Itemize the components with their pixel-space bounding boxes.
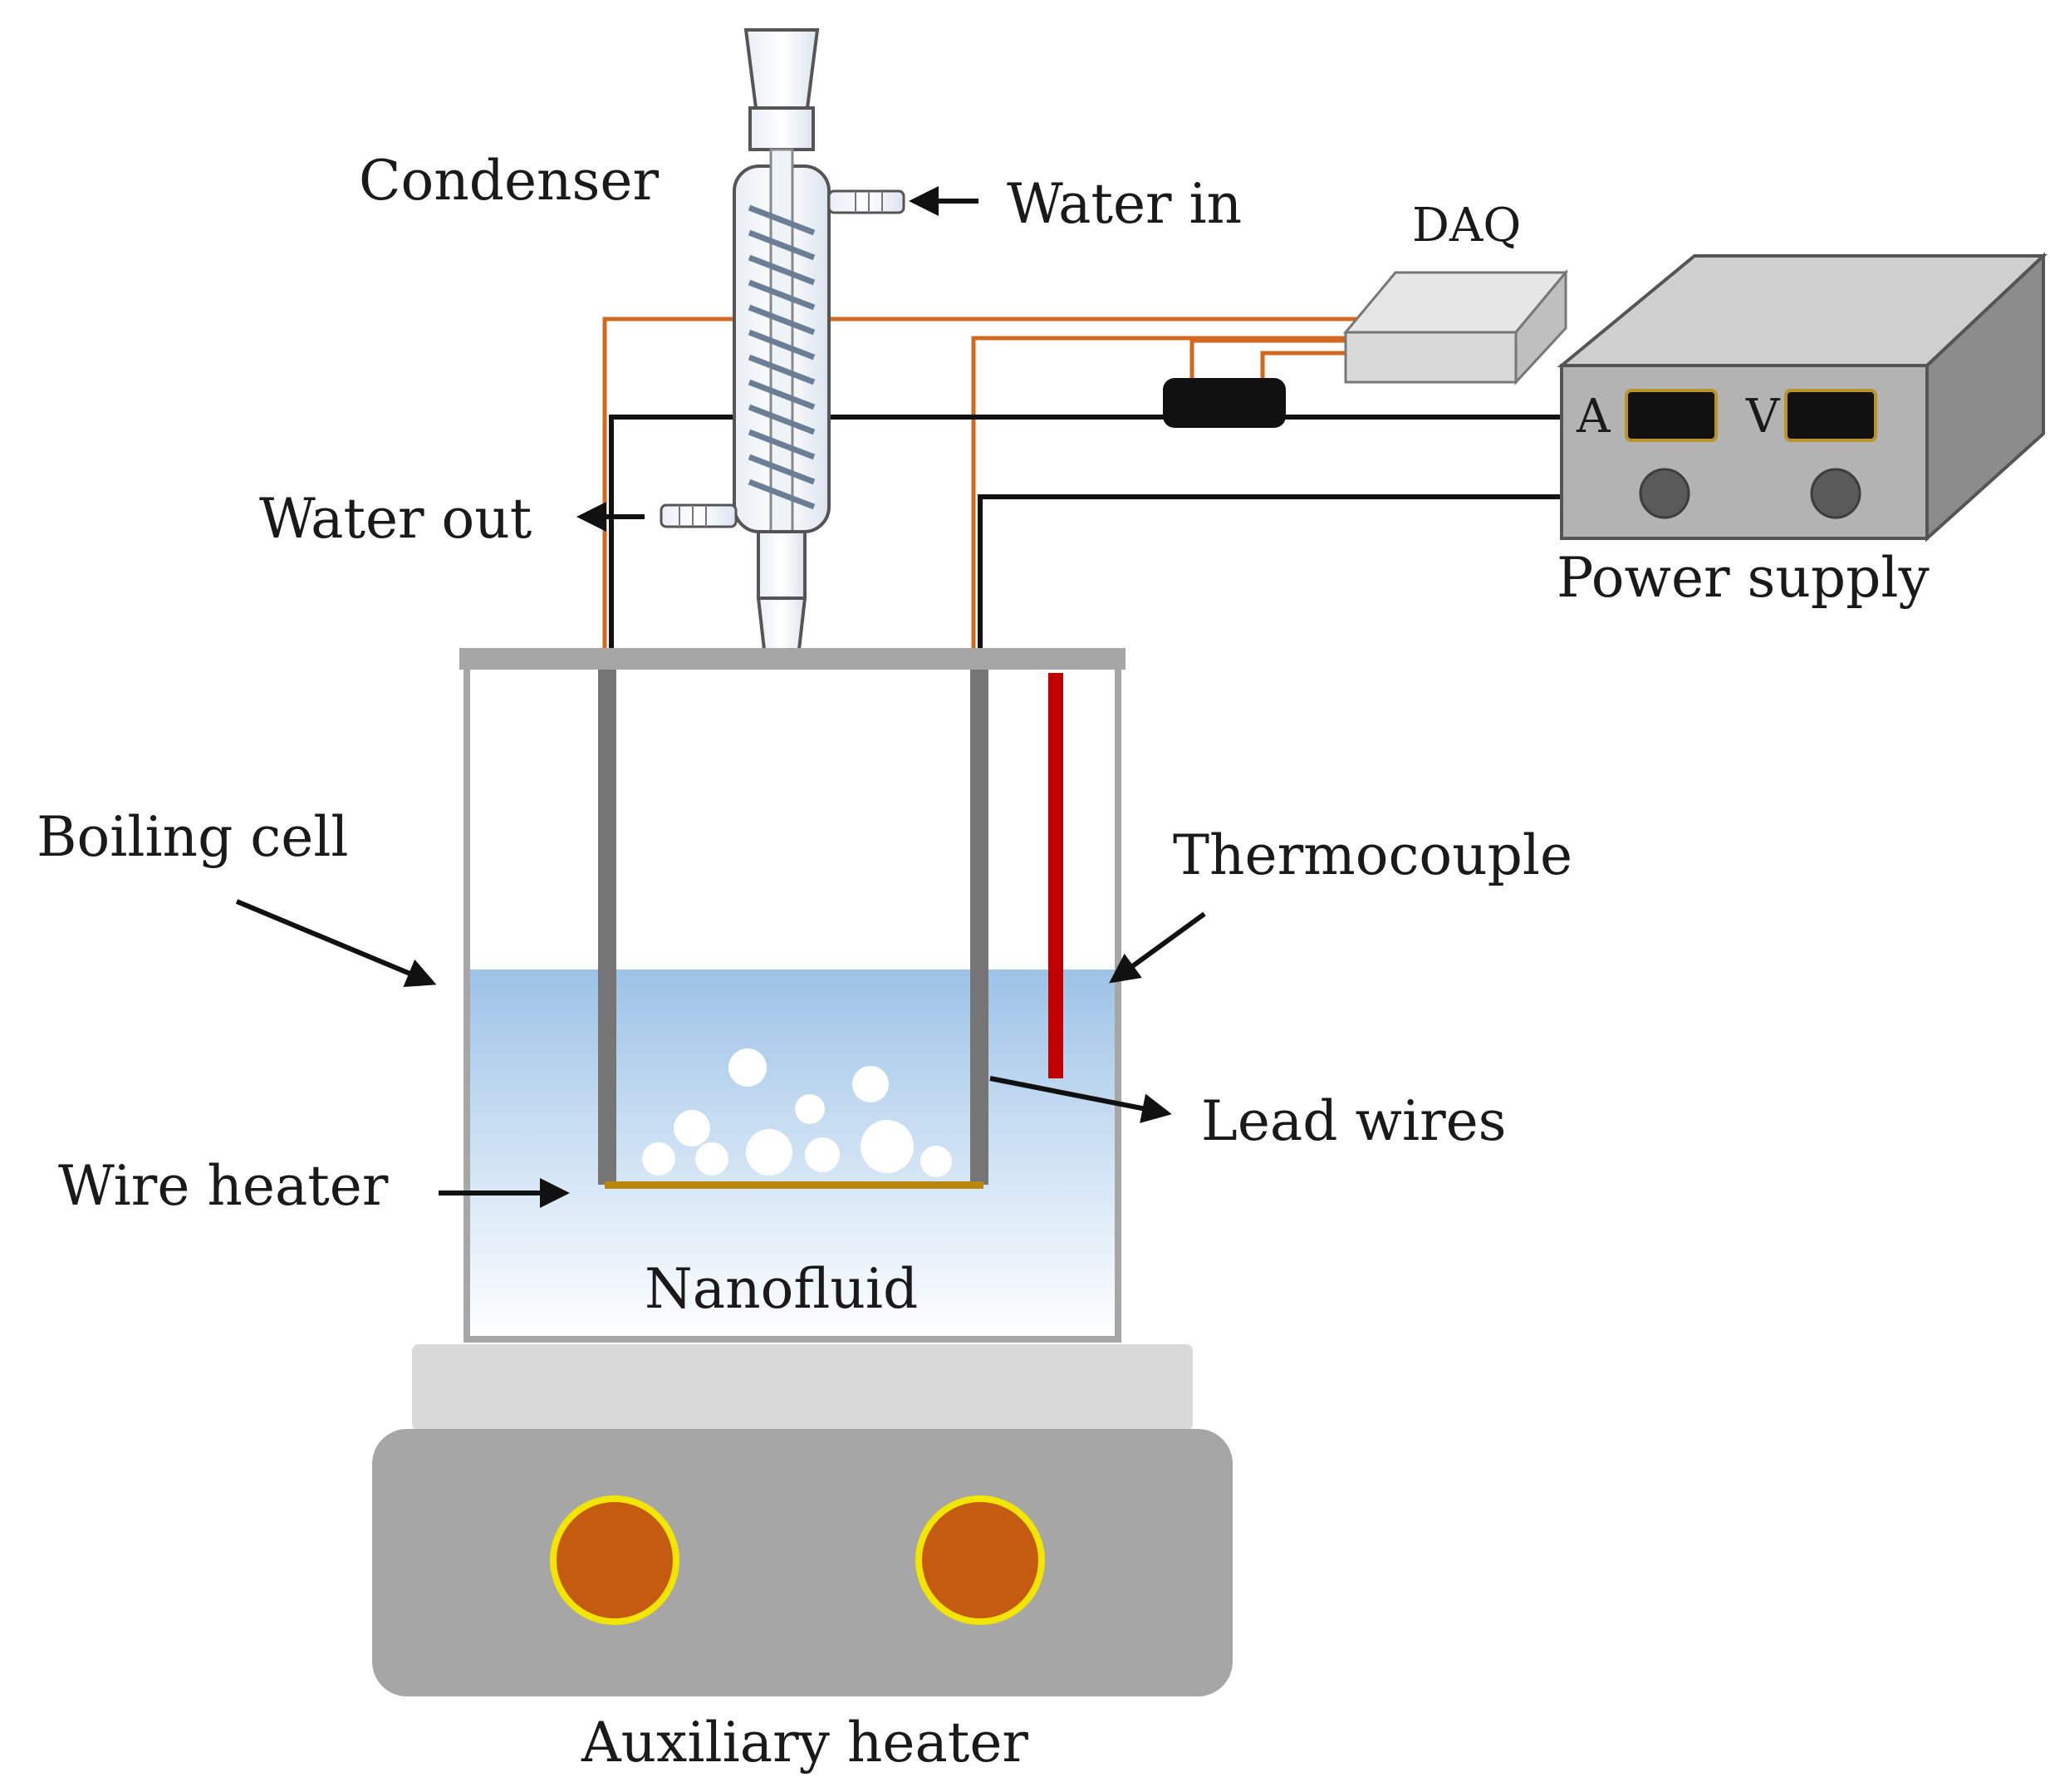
signal-wire-shunt-left <box>1189 338 1346 390</box>
heater-body <box>372 1429 1233 1696</box>
power-wire-bottom <box>978 494 1562 648</box>
cell-lid <box>459 648 1126 670</box>
lead-electrode-right <box>970 670 988 1185</box>
condenser-label: Condenser <box>359 149 659 213</box>
burner-icon-right <box>915 1495 1045 1625</box>
arrow-icon-lead-wires <box>989 1076 1172 1123</box>
bubble-icon <box>795 1094 825 1124</box>
knob-icon-right <box>1810 468 1861 519</box>
ammeter-label: A <box>1576 390 1611 444</box>
water-in-label: Water in <box>1007 172 1242 236</box>
signal-wire-right <box>971 336 1346 648</box>
burner-icon-left <box>550 1495 679 1625</box>
condenser <box>660 28 905 651</box>
lead-electrode-left <box>598 670 616 1185</box>
thermocouple-label: Thermocouple <box>1173 823 1572 887</box>
power-supply: A V <box>1557 252 2048 543</box>
signal-wires <box>602 317 1381 648</box>
power-supply-label: Power supply <box>1557 546 1930 610</box>
heater-top-plate <box>412 1344 1193 1431</box>
bubble-icon <box>920 1146 952 1177</box>
shunt-resistor <box>1163 378 1286 428</box>
bubble-icon <box>852 1066 889 1102</box>
bubble-icon <box>642 1142 675 1176</box>
boiling-cell <box>459 648 1126 1343</box>
wire-heater-label: Wire heater <box>58 1154 389 1218</box>
thermocouple-probe <box>1048 673 1063 1078</box>
lead-wires-label: Lead wires <box>1201 1089 1507 1153</box>
daq-label: DAQ <box>1412 199 1521 253</box>
arrow-icon-thermocouple <box>1109 911 1206 984</box>
voltmeter-label: V <box>1745 390 1781 444</box>
bubble-icon <box>805 1137 840 1172</box>
bubble-icon <box>695 1142 728 1176</box>
nanofluid-label: Nanofluid <box>645 1257 918 1321</box>
voltmeter-display-icon <box>1784 389 1877 442</box>
auxiliary-heater-label: Auxiliary heater <box>581 1711 1028 1775</box>
daq-box <box>1342 268 1569 385</box>
condenser-coil <box>748 204 816 510</box>
bubble-icon <box>746 1129 792 1176</box>
bubble-icon <box>728 1048 767 1087</box>
arrows <box>235 186 1206 1208</box>
auxiliary-heater <box>372 1344 1233 1696</box>
bubbles <box>642 1048 952 1177</box>
ammeter-display-icon <box>1625 389 1718 442</box>
boiling-cell-label: Boiling cell <box>37 805 349 869</box>
bubble-icon <box>674 1110 710 1146</box>
arrow-icon-boiling-cell <box>235 899 437 988</box>
nanofluid-liquid <box>467 970 1118 1339</box>
wire-heater <box>605 1181 983 1189</box>
knob-icon-left <box>1639 468 1690 519</box>
water-out-label: Water out <box>259 487 532 551</box>
bubble-icon <box>861 1120 914 1173</box>
